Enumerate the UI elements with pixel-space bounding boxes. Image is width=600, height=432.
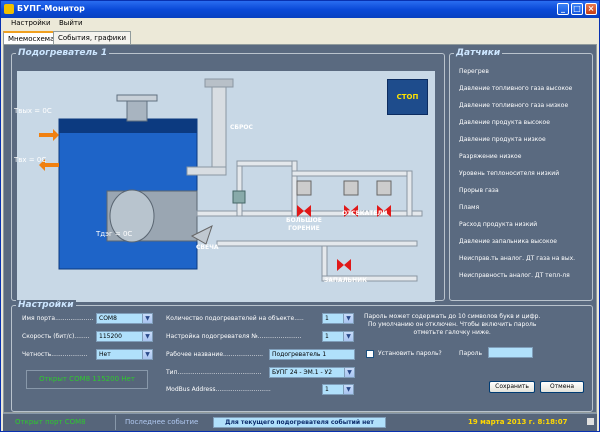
sensor-coolant-dt-fault: Неисправность аналог. ДТ тепл-ля xyxy=(459,272,570,279)
heaters-count-label: Количество подогревателей на объекте....… xyxy=(166,315,304,322)
shutoff-valve-2 xyxy=(344,205,358,217)
sensors-group-title: Датчики xyxy=(454,48,503,58)
maximize-button[interactable]: □ xyxy=(571,3,583,15)
temp-exhaust-label: Тдэг = 0С xyxy=(96,230,133,238)
temp-out-label: Твых = 0С xyxy=(14,107,52,115)
large-burner-label: БОЛЬШОЕ ГОРЕНИЕ xyxy=(286,217,322,232)
heater-setup-select[interactable]: 1▼ xyxy=(322,331,354,342)
status-divider xyxy=(115,415,116,430)
valve-actuator-3 xyxy=(376,180,392,196)
last-event-label: Последнее событие xyxy=(125,418,199,426)
menu-exit[interactable]: Выйти xyxy=(59,19,83,27)
mnemonic-diagram xyxy=(17,71,435,302)
port-open-status: Открыт COM8 115200 Нет xyxy=(26,370,148,389)
speed-label: Скорость (бит/с)........ xyxy=(22,333,90,340)
port-select[interactable]: COM8▼ xyxy=(96,313,153,324)
menu-settings[interactable]: Настройки xyxy=(11,19,51,27)
datetime-display: 19 марта 2013 г. 8:18:07 xyxy=(468,418,568,426)
last-event-field: Для текущего подогревателя событий нет xyxy=(213,417,386,428)
password-label: Пароль xyxy=(459,350,483,357)
scheme-group: Подогреватель 1 xyxy=(11,48,445,302)
igniter-valve xyxy=(337,259,351,271)
settings-group-title: Настройки xyxy=(16,300,76,310)
parity-label: Четность................... xyxy=(22,351,88,358)
type-label: Тип.....................................… xyxy=(166,369,262,376)
tab-mnemonic[interactable]: Мнемосхема xyxy=(3,31,60,45)
sensor-flame: Пламя xyxy=(459,204,480,211)
shutoff-valve-1 xyxy=(297,205,311,217)
port-label: Имя порта.................... xyxy=(22,315,94,322)
status-bar: Открыт порт COM8 Последнее событие Для т… xyxy=(3,413,597,431)
save-button[interactable]: Сохранить xyxy=(489,381,535,393)
sensor-vacuum-low: Разряжение низкое xyxy=(459,153,522,160)
menu-bar: Настройки Выйти xyxy=(1,18,599,30)
chevron-down-icon[interactable]: ▼ xyxy=(343,314,353,323)
chevron-down-icon[interactable]: ▼ xyxy=(344,368,354,377)
sensor-fuel-pressure-high: Давление топливного газа высокое xyxy=(459,85,573,92)
sensor-coolant-level-low: Уровень теплоносителя низкий xyxy=(459,170,560,177)
shutoffs-label: ОТСЕКАТЕЛИ xyxy=(342,210,388,217)
set-password-checkbox[interactable] xyxy=(366,350,374,358)
sensor-product-pressure-high: Давление продукта высокое xyxy=(459,119,550,126)
stop-indicator: СТОП xyxy=(387,79,428,115)
arrow-in-icon xyxy=(39,159,59,171)
vent-cap xyxy=(126,98,148,122)
chevron-down-icon[interactable]: ▼ xyxy=(142,332,152,341)
valve-actuator-1 xyxy=(296,180,312,196)
minimize-button[interactable]: _ xyxy=(557,3,569,15)
cancel-button[interactable]: Отмена xyxy=(540,381,584,393)
settings-group: Настройки xyxy=(11,300,593,412)
scheme-group-title: Подогреватель 1 xyxy=(16,48,110,58)
valve-actuator-2 xyxy=(343,180,359,196)
password-field[interactable] xyxy=(488,347,533,358)
heater-setup-label: Настройка подогревателя №...............… xyxy=(166,333,302,340)
exhaust-stack xyxy=(211,84,227,176)
sensor-igniter-pressure-high: Давление запальника высокое xyxy=(459,238,557,245)
parity-select[interactable]: Нет▼ xyxy=(96,349,153,360)
sensor-gas-out-dt-fault: Неисправ.ть аналог. ДТ газа на вых. xyxy=(459,255,576,262)
close-button[interactable]: × xyxy=(585,3,597,15)
title-bar: БУПГ-Монитор _ □ × xyxy=(1,1,599,18)
window-title: БУПГ-Монитор xyxy=(17,4,85,13)
modbus-select[interactable]: 1▼ xyxy=(322,384,354,395)
sensor-product-pressure-low: Давление продукта низкое xyxy=(459,136,546,143)
sensors-group: Датчики xyxy=(449,48,593,301)
temp-in-label: Твх = 0С xyxy=(14,156,47,164)
process-diagram xyxy=(39,78,423,282)
tab-events-graphs[interactable]: События, графики xyxy=(53,31,132,44)
candle-valve xyxy=(190,225,213,245)
port-open-status-text: Открыт порт COM8 xyxy=(15,418,86,426)
heater-tank-top xyxy=(59,119,197,133)
sensor-fuel-pressure-low: Давление топливного газа низкое xyxy=(459,102,569,109)
main-panel: Подогреватель 1 xyxy=(3,44,597,413)
chevron-down-icon[interactable]: ▼ xyxy=(343,385,353,394)
password-note: Пароль может содержать до 10 символов бу… xyxy=(364,313,541,336)
discharge-valve xyxy=(232,190,246,204)
app-icon xyxy=(4,4,14,14)
sensor-gas-breakthrough: Прорыв газа xyxy=(459,187,499,194)
modbus-label: ModBus Address..........................… xyxy=(166,386,271,393)
resize-grip-icon[interactable] xyxy=(587,418,594,425)
shutoff-valve-3 xyxy=(377,205,391,217)
arrow-out-icon xyxy=(39,129,59,141)
heaters-count-select[interactable]: 1▼ xyxy=(322,313,354,324)
set-password-label: Установить пароль? xyxy=(378,350,442,357)
igniter-label: ЗАПАЛЬНИК xyxy=(324,277,368,284)
type-select[interactable]: БУПГ 24 - ЭМ.1 - У2▼ xyxy=(269,367,355,378)
work-name-label: Рабочее название..................... xyxy=(166,351,264,358)
work-name-field[interactable]: Подогреватель 1 xyxy=(269,349,355,360)
candle-label: СВЕЧА xyxy=(196,244,219,251)
chevron-down-icon[interactable]: ▼ xyxy=(142,350,152,359)
chevron-down-icon[interactable]: ▼ xyxy=(343,332,353,341)
sensor-product-flow-low: Расход продукта низкий xyxy=(459,221,538,228)
chevron-down-icon[interactable]: ▼ xyxy=(142,314,152,323)
speed-select[interactable]: 115200▼ xyxy=(96,331,153,342)
sensor-overheat: Перегрев xyxy=(459,68,489,75)
discharge-label: СБРОС xyxy=(230,124,253,131)
